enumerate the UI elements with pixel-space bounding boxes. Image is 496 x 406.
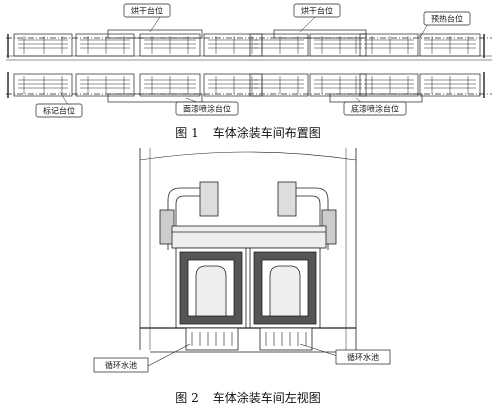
label-pool-right: 循环水池 xyxy=(335,349,391,365)
figure1-caption: 图 1 车体涂装车间布置图 xyxy=(0,124,496,141)
figure1-caption-number: 图 1 xyxy=(175,126,199,140)
right-booth xyxy=(249,247,321,329)
side-view-diagram: 循环水池 循环水池 xyxy=(93,148,391,373)
label-drying-right-text: 烘干台位 xyxy=(301,6,333,16)
label-preheat: 预热台位 xyxy=(423,11,471,26)
label-preheat-text: 预热台位 xyxy=(431,14,463,24)
label-bottom-spray: 底漆喷涂台位 xyxy=(343,101,407,116)
label-drying-right: 烘干台位 xyxy=(293,3,341,18)
label-pool-right-text: 循环水池 xyxy=(347,352,379,362)
figure2-caption: 图 2 车体涂装车间左视图 xyxy=(0,389,496,406)
figure1-caption-text: 车体涂装车间布置图 xyxy=(212,126,321,140)
label-marking-text: 标记台位 xyxy=(43,106,75,116)
label-drying-left: 烘干台位 xyxy=(123,3,171,18)
label-bottom-spray-text: 底漆喷涂台位 xyxy=(351,104,399,114)
top-row-car-bodies xyxy=(13,29,481,57)
label-drying-left-text: 烘干台位 xyxy=(131,6,163,16)
figure2-caption-number: 图 2 xyxy=(175,391,199,405)
label-surface-spray: 面漆喷涂台位 xyxy=(175,101,239,116)
layout-plan-diagram: 烘干台位 烘干台位 预热台位 标记台位 面漆喷涂台位 底漆喷涂台位 xyxy=(6,3,492,118)
label-marking: 标记台位 xyxy=(35,103,83,118)
left-duct xyxy=(159,181,219,250)
label-pool-left-text: 循环水池 xyxy=(105,360,137,370)
figure2-caption-text: 车体涂装车间左视图 xyxy=(212,391,321,405)
label-surface-spray-text: 面漆喷涂台位 xyxy=(183,104,231,114)
label-pool-left: 循环水池 xyxy=(93,357,149,373)
left-booth xyxy=(175,247,247,329)
